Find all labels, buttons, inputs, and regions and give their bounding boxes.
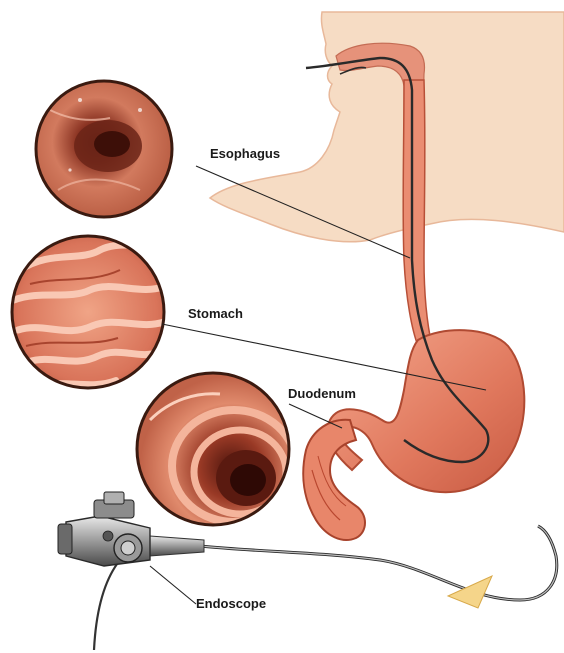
endoscope-leader-line bbox=[150, 566, 196, 604]
light-guide-connector bbox=[448, 576, 492, 608]
endoscope-instrument bbox=[58, 492, 557, 650]
esophagus-view-cutout bbox=[36, 81, 172, 217]
duodenum-view-cutout bbox=[137, 373, 296, 525]
endoscope-label: Endoscope bbox=[196, 596, 266, 611]
esophagus-label: Esophagus bbox=[210, 146, 280, 161]
stomach-organ bbox=[328, 330, 525, 492]
stomach-label: Stomach bbox=[188, 306, 243, 321]
duodenum-organ bbox=[303, 420, 365, 540]
stomach-view-cutout bbox=[12, 236, 166, 388]
duodenum-label: Duodenum bbox=[288, 386, 356, 401]
